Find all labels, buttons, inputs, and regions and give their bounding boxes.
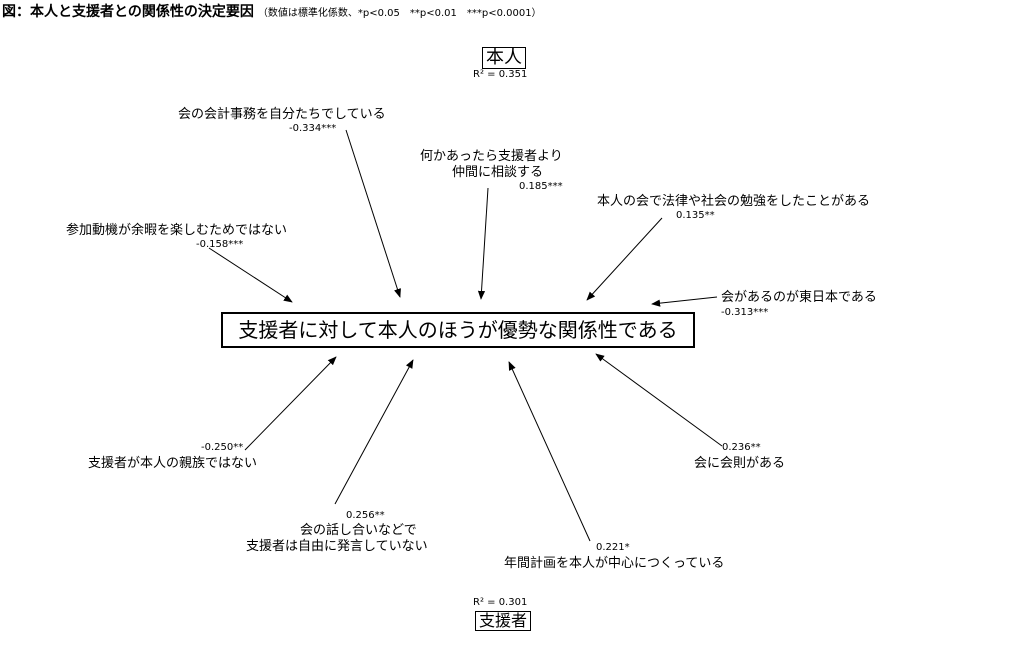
figure-title: 図：本人と支援者との関係性の決定要因（数値は標準化係数、*p<0.05 **p<… (2, 5, 542, 19)
arrow-motive (208, 247, 293, 303)
factor-coef-no-speak: 0.256** (346, 510, 385, 521)
factor-label-accounting: 会の会計事務を自分たちでしている (178, 107, 386, 122)
group-box-honnin: 本人 (482, 47, 526, 69)
central-outcome-box: 支援者に対して本人のほうが優勢な関係性である (221, 312, 695, 348)
arrow-not-relative (244, 356, 337, 451)
factor-coef-accounting: -0.334*** (289, 123, 337, 134)
figure-title-note: （数値は標準化係数、*p<0.05 **p<0.01 ***p<0.0001） (257, 8, 542, 19)
arrow-east-japan (651, 296, 718, 307)
figure-title-main: 図：本人と支援者との関係性の決定要因 (2, 4, 254, 20)
factor-label-consult-line2: 仲間に相談する (452, 165, 544, 180)
arrow-law-study (586, 217, 663, 301)
factor-label-no-speak-line1: 会の話し合いなどで (300, 523, 417, 538)
factor-coef-consult: 0.185*** (519, 181, 563, 192)
factor-label-law-study: 本人の会で法律や社会の勉強をしたことがある (597, 194, 871, 209)
factor-coef-east-japan: -0.313*** (721, 307, 769, 318)
r2-bottom: R² = 0.301 (473, 597, 528, 608)
factor-coef-not-relative: -0.250** (201, 442, 244, 453)
factor-coef-motive: -0.158*** (196, 239, 244, 250)
factor-coef-rules: 0.236** (722, 442, 761, 453)
r2-top: R² = 0.351 (473, 69, 528, 80)
arrow-accounting (345, 129, 401, 298)
factor-label-east-japan: 会があるのが東日本である (721, 290, 877, 305)
factor-label-no-speak-line2: 支援者は自由に発言していない (246, 539, 428, 554)
factor-label-not-relative: 支援者が本人の親族ではない (88, 456, 258, 471)
factor-label-rules: 会に会則がある (694, 456, 786, 471)
factor-coef-annual-plan: 0.221* (596, 542, 630, 553)
group-box-shiensha: 支援者 (475, 611, 532, 631)
arrow-annual-plan (508, 361, 591, 542)
factor-coef-law-study: 0.135** (676, 210, 715, 221)
arrow-consult (477, 187, 489, 300)
factor-label-motive: 参加動機が余暇を楽しむためではない (66, 223, 288, 238)
factor-label-annual-plan: 年間計画を本人が中心につくっている (504, 556, 725, 571)
arrow-rules (595, 353, 723, 447)
arrow-no-speak (334, 359, 414, 505)
central-outcome-text: 支援者に対して本人のほうが優勢な関係性である (238, 318, 678, 342)
factor-label-consult-line1: 何かあったら支援者より (420, 149, 563, 164)
